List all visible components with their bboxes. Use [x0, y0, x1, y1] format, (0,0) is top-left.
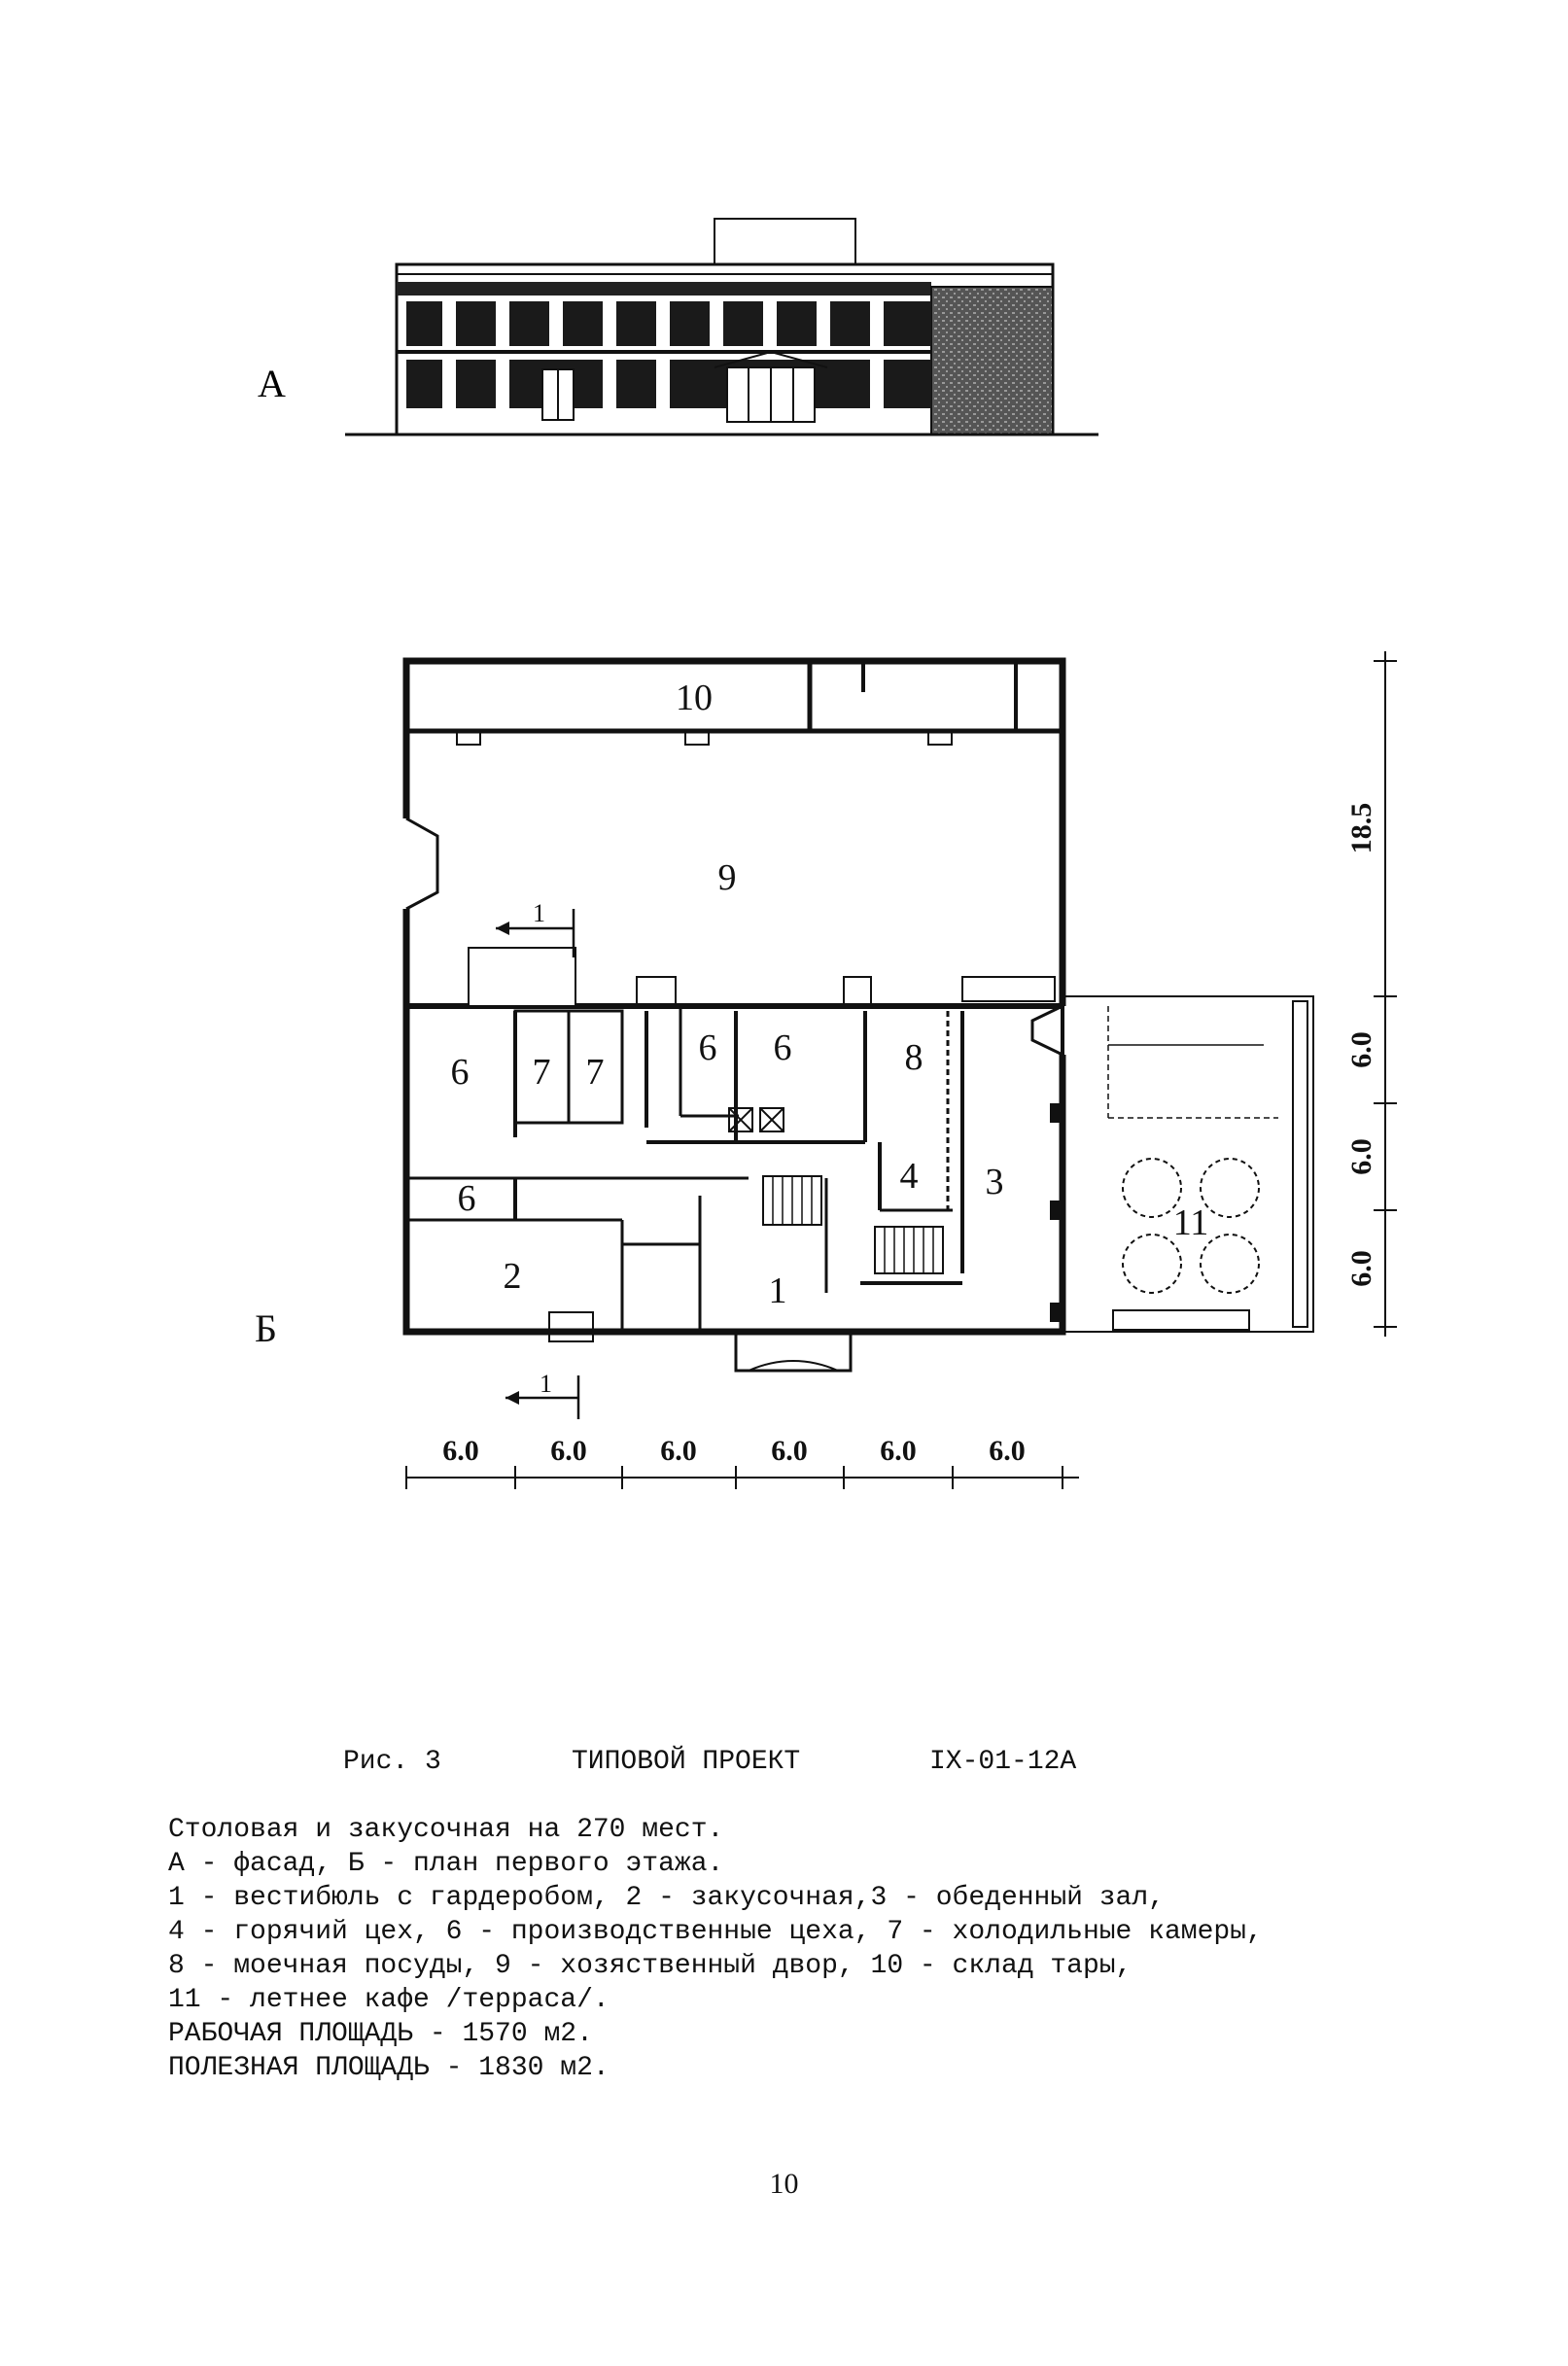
caption-line: 1 - вестибюль с гардеробом, 2 - закусочн… — [168, 1883, 1165, 1913]
caption-heading: Рис. 3 ТИПОВОЙ ПРОЕКТ IX-01-12А — [168, 1745, 1529, 1813]
caption-line: РАБОЧАЯ ПЛОЩАДЬ - 1570 м2. — [168, 2019, 593, 2049]
room-10: 10 — [676, 678, 713, 718]
room-6-b: 6 — [699, 1027, 717, 1068]
project-code: IX-01-12А — [929, 1747, 1077, 1777]
room-8: 8 — [905, 1037, 923, 1078]
caption-line: ПОЛЕЗНАЯ ПЛОЩАДЬ - 1830 м2. — [168, 2053, 610, 2083]
section-mark-top: 1 — [533, 899, 545, 927]
room-9: 9 — [718, 857, 737, 898]
dim-bottom-1: 6.0 — [442, 1435, 479, 1467]
page-number: 10 — [769, 2168, 799, 2200]
figure-caption: Рис. 3 ТИПОВОЙ ПРОЕКТ IX-01-12А Столовая… — [168, 1745, 1529, 2085]
room-6-c: 6 — [774, 1027, 792, 1068]
caption-line: 11 - летнее кафе /терраса/. — [168, 1985, 610, 2015]
dim-bottom-4: 6.0 — [771, 1435, 808, 1467]
dim-right-1: 6.0 — [1345, 1031, 1377, 1068]
room-6-d: 6 — [458, 1178, 476, 1219]
room-numbers: 10 9 6 7 7 6 6 8 6 4 3 11 2 1 — [451, 678, 1209, 1311]
room-11: 11 — [1173, 1202, 1209, 1243]
section-mark-bottom: 1 — [540, 1370, 552, 1398]
caption-line: 4 - горячий цех, 6 - производственные це… — [168, 1917, 1263, 1947]
room-1: 1 — [769, 1270, 787, 1311]
dim-bottom-5: 6.0 — [880, 1435, 917, 1467]
dim-bottom-2: 6.0 — [550, 1435, 587, 1467]
room-4: 4 — [900, 1156, 919, 1197]
label-a: А — [258, 362, 286, 405]
dim-bottom-6: 6.0 — [989, 1435, 1026, 1467]
dim-right-2: 6.0 — [1345, 1138, 1377, 1175]
dim-total: 18.5 — [1345, 803, 1377, 854]
dimension-labels: 6.0 6.0 6.0 6.0 6.0 6.0 18.5 6.0 6.0 6.0 — [442, 803, 1377, 1467]
caption-line: А - фасад, Б - план первого этажа. — [168, 1849, 724, 1879]
floor-plan: Б — [255, 651, 1397, 1489]
label-b: Б — [255, 1306, 277, 1350]
facade-elevation: А — [258, 218, 1098, 436]
room-7-b: 7 — [586, 1052, 605, 1093]
project-type: ТИПОВОЙ ПРОЕКТ — [572, 1747, 801, 1777]
room-2: 2 — [504, 1256, 522, 1297]
figure-number: Рис. 3 — [343, 1747, 441, 1777]
caption-line: Столовая и закусочная на 270 мест. — [168, 1815, 724, 1845]
caption-line: 8 - моечная посуды, 9 - хозяственный дво… — [168, 1951, 1132, 1981]
room-7-a: 7 — [533, 1052, 551, 1093]
dim-bottom-3: 6.0 — [660, 1435, 697, 1467]
room-3: 3 — [986, 1162, 1004, 1202]
room-6-a: 6 — [451, 1052, 470, 1093]
dim-right-3: 6.0 — [1345, 1250, 1377, 1287]
